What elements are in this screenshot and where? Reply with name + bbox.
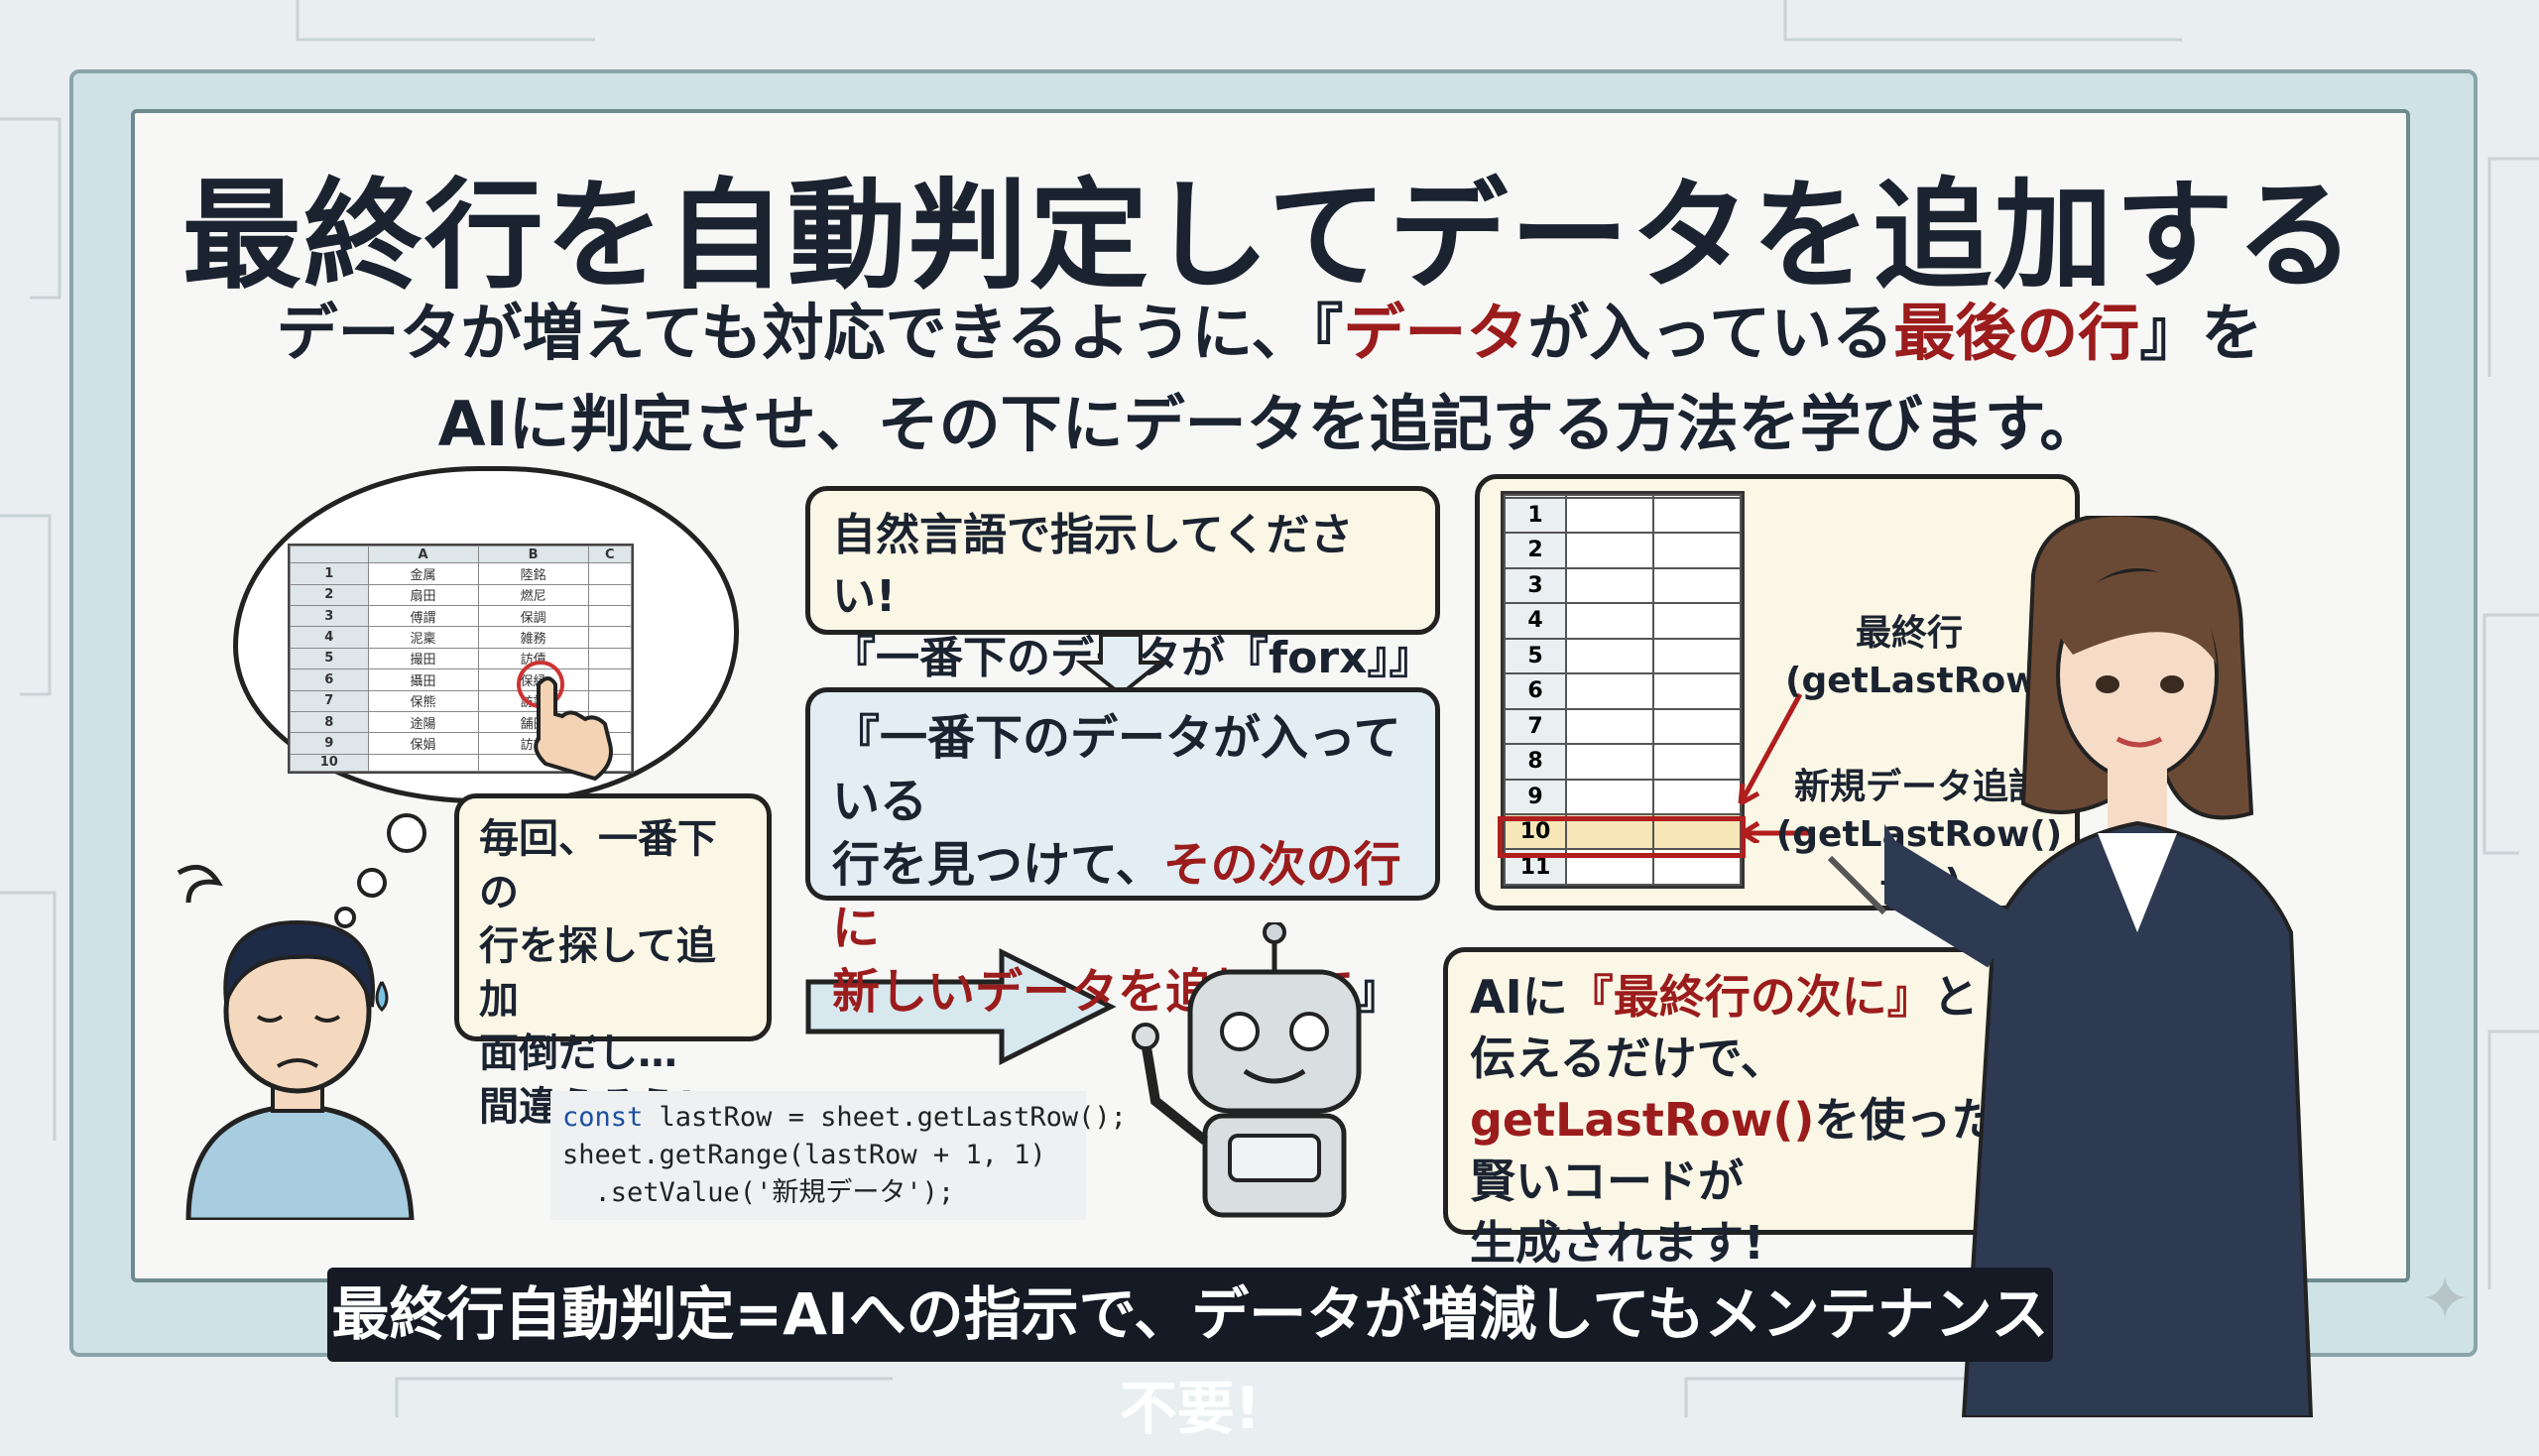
presenter-illustration (1884, 516, 2314, 1417)
cell: 泥稟 (367, 626, 479, 649)
row-number: 8 (290, 710, 369, 734)
subtitle-emphasis: データ (1343, 297, 1528, 369)
column-header: C (587, 545, 633, 564)
subtitle-text: データが増えても対応できるように、『 (276, 297, 1344, 369)
row-number: 3 (1504, 566, 1567, 605)
row-number: 1 (1504, 496, 1567, 535)
cell (367, 753, 479, 773)
subtitle-line2: AIに判定させ、その下にデータを追記する方法を学びます。 (437, 388, 2102, 460)
thought-dots (334, 813, 426, 928)
code-line: sheet.getRange(lastRow + 1, 1) (562, 1140, 1046, 1170)
bubble-emphasis: getLastRow() (1470, 1093, 1815, 1147)
cell: 燃尼 (477, 583, 589, 606)
row-number: 6 (1504, 672, 1567, 710)
right-arrow-icon (805, 947, 1117, 1066)
ai-instruction-bubble: 『一番下のデータが入っている 行を見つけて、その次の行に 新しいデータを追加して… (805, 687, 1440, 1020)
new-row-highlight (1498, 816, 1746, 858)
sparkle-icon: ✦ (2420, 1265, 2471, 1334)
label-text: 最終行 (1855, 613, 1963, 654)
cell: 保熊 (367, 689, 479, 712)
code-text: lastRow = sheet.getLastRow(); (643, 1102, 1127, 1133)
down-arrow-icon (1076, 635, 1165, 696)
subtitle: データが増えても対応できるように、『データが入っている最後の行』を AIに判定さ… (179, 288, 2360, 470)
cell: 途陽 (367, 710, 479, 734)
robot-illustration (1132, 922, 1362, 1218)
code-line: .setValue('新規データ'); (562, 1177, 955, 1208)
bubble-line: 伝えるだけで、 (1470, 1031, 1786, 1085)
bubble-line: 毎回、一番下の (479, 816, 717, 915)
row-number: 7 (290, 689, 369, 712)
subtitle-text: が入っている (1527, 297, 1894, 369)
label-text: 新規データ追記 (1793, 767, 2044, 807)
bubble-emphasis: その次の行に (832, 837, 1401, 956)
row-number: 1 (290, 562, 369, 585)
bubble-text: AIに (1470, 970, 1568, 1024)
row-number: 2 (290, 583, 369, 606)
column-header: A (367, 545, 479, 564)
row-number: 8 (1504, 743, 1567, 781)
bubble-line: 自然言語で指示してください! (832, 510, 1354, 622)
row-number: 9 (290, 732, 369, 755)
worry-speech-bubble: 毎回、一番下の 行を探して追加 面倒だし… 間違えそう! (454, 793, 772, 1130)
cell: 雑務 (477, 626, 589, 649)
subtitle-emphasis: 最後の行 (1893, 297, 2140, 369)
cell: 攝田 (367, 668, 479, 691)
row-number: 3 (290, 604, 369, 628)
subtitle-text: 』を (2139, 297, 2263, 369)
row-number: 10 (290, 753, 369, 773)
row-number: 5 (290, 647, 369, 670)
bubble-text: 』 (1354, 964, 1402, 1020)
bubble-line: 『一番下のデータが入っている (832, 710, 1401, 829)
row-number: 4 (290, 626, 369, 649)
worried-person-illustration (177, 864, 415, 1220)
code-snippet: const lastRow = sheet.getLastRow(); shee… (550, 1091, 1127, 1220)
cell: 扇田 (367, 583, 479, 606)
bubble-emphasis: 『最終行の次に』 (1567, 970, 1933, 1024)
pointer-stick (1827, 855, 1887, 915)
bubble-text: 行を見つけて、 (832, 837, 1163, 893)
cell: 保調 (477, 604, 589, 628)
bubble-line: 賢いコードが (1470, 1154, 1744, 1208)
circuit-background (0, 0, 2539, 1417)
cell: 金属 (367, 562, 479, 585)
bubble-text: を使った (1814, 1093, 1997, 1147)
code-keyword: const (562, 1102, 644, 1133)
row-number: 2 (1504, 532, 1567, 569)
bubble-line: 面倒だし… (479, 1031, 677, 1076)
pointer-arrows (1738, 692, 1810, 843)
column-header: B (477, 545, 589, 564)
bubble-text: と (1932, 970, 1979, 1024)
cell: 撮田 (367, 647, 479, 670)
column-header (290, 545, 369, 564)
pointing-hand-icon (517, 661, 613, 782)
cell: 保娟 (367, 732, 479, 755)
row-number: 6 (290, 668, 369, 691)
cell: 陸銘 (477, 562, 589, 585)
bubble-line: 行を探して追加 (479, 923, 716, 1023)
cell: 傅謂 (367, 604, 479, 628)
page-title: 最終行を自動判定してデータを追加する (181, 168, 2358, 305)
row-number: 5 (1504, 637, 1567, 675)
row-number: 4 (1504, 602, 1567, 640)
summary-banner: 最終行自動判定=AIへの指示で、データが増減してもメンテナンス不要! (327, 1268, 2053, 1442)
bubble-line: 生成されます! (1470, 1216, 1764, 1270)
ai-explanation-bubble: AIに『最終行の次に』と 伝えるだけで、 getLastRow()を使った 賢い… (1443, 947, 2058, 1270)
row-number: 9 (1504, 778, 1567, 815)
row-number: 7 (1504, 707, 1567, 746)
instruction-bubble: 自然言語で指示してください! 『一番下のデータが『forx』』 (805, 486, 1440, 683)
